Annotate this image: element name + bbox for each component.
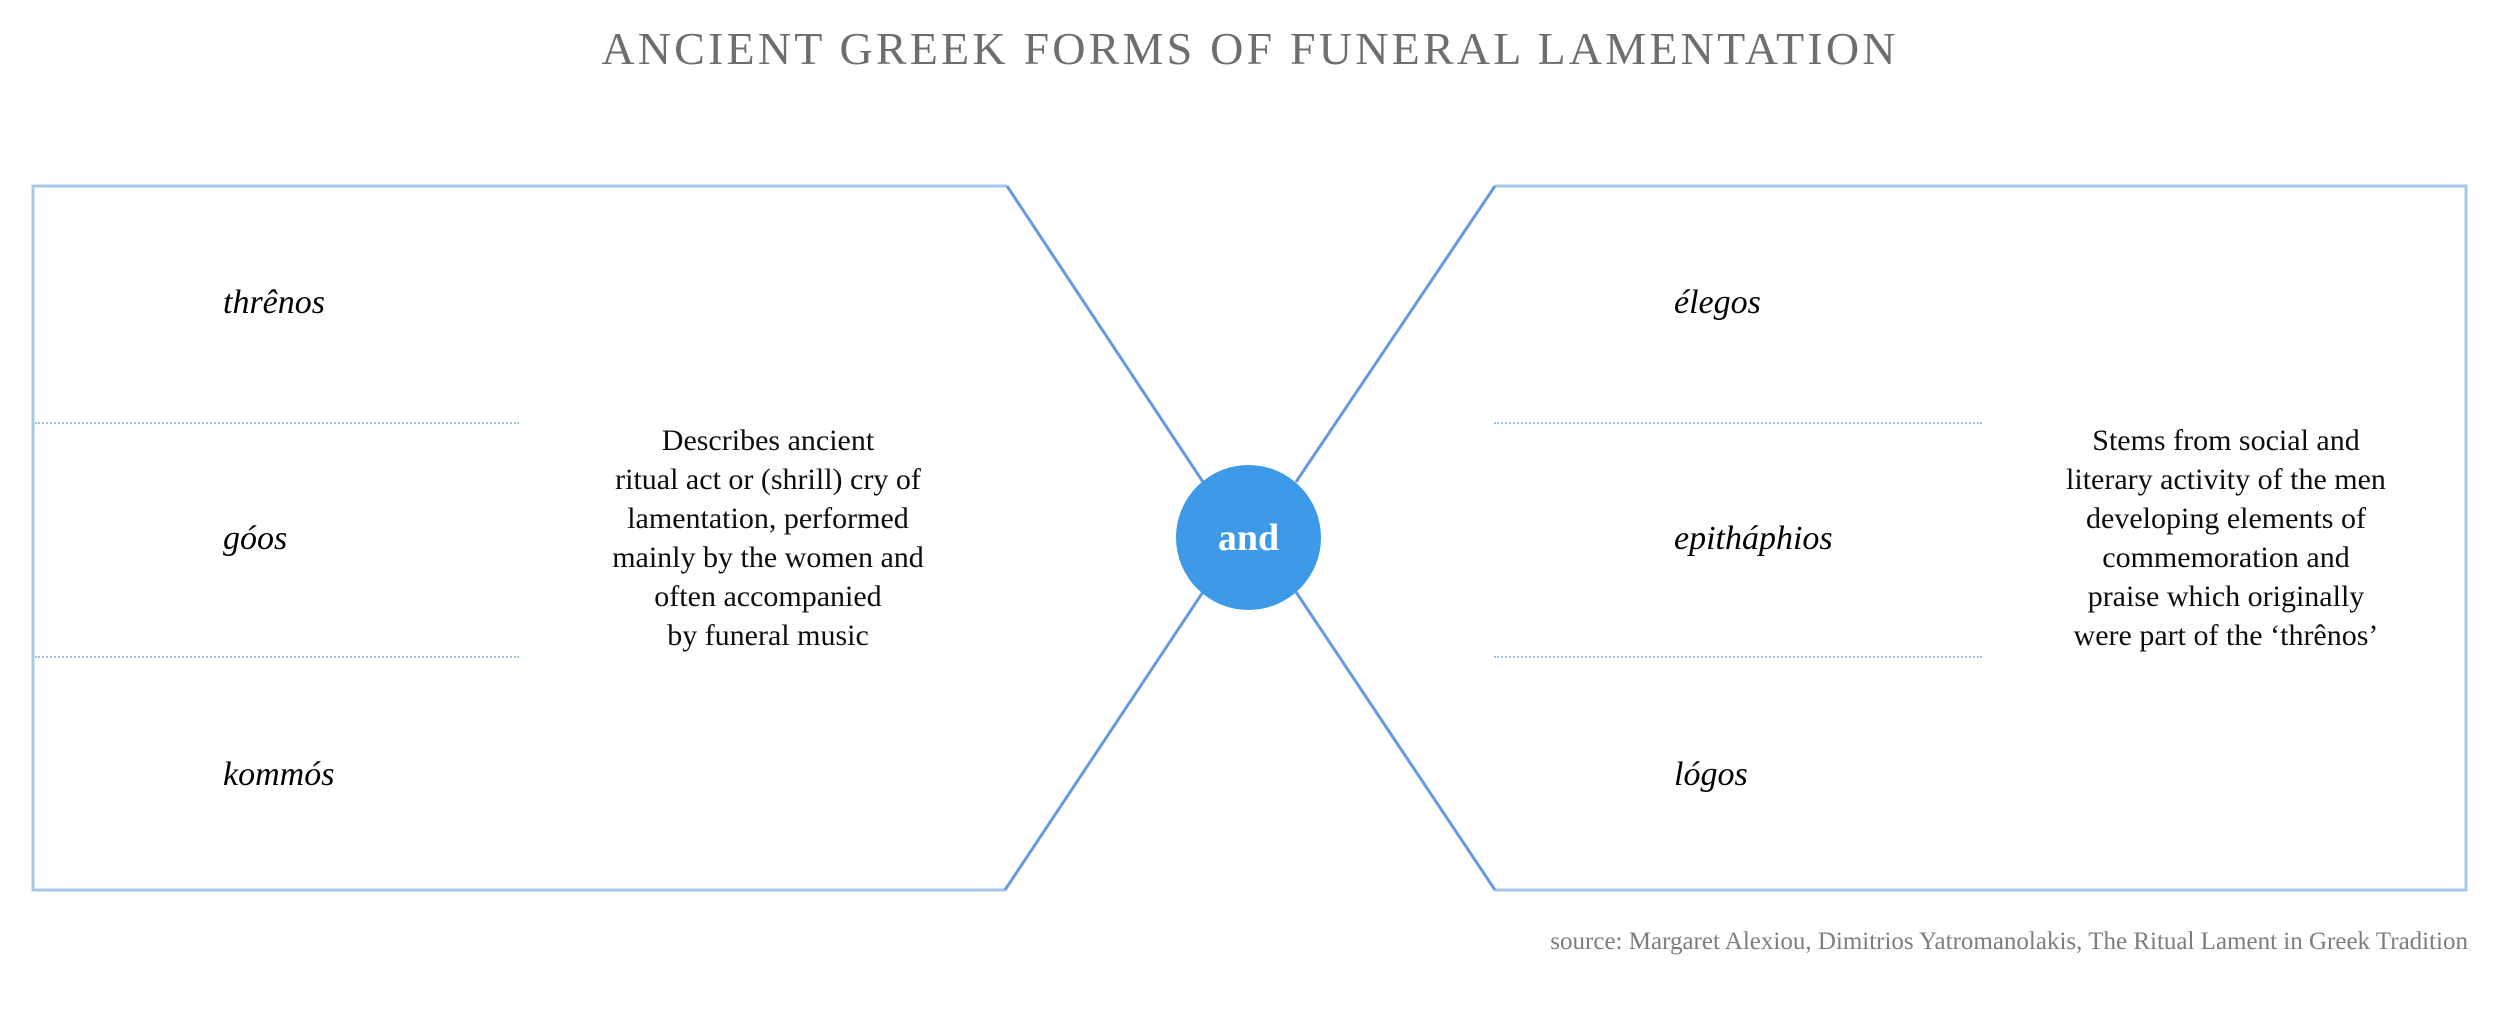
right-term-item[interactable]: lógos xyxy=(1494,658,1981,892)
connector-bottom-left xyxy=(1003,591,1205,891)
left-term-label-2: góos xyxy=(223,520,288,557)
center-hub-circle[interactable]: and xyxy=(1176,465,1321,610)
right-term-label-2: epitháphios xyxy=(1674,520,1833,557)
right-panel-description: Stems from social and literary activity … xyxy=(2066,424,2386,652)
right-panel-separator-1 xyxy=(1494,422,1982,424)
left-panel: thrênos góos kommós Describes ancient ri… xyxy=(33,186,1008,890)
right-panel-terms: élegos epitháphios lógos xyxy=(1494,186,1982,892)
right-term-item[interactable]: epitháphios xyxy=(1494,422,1981,656)
left-term-item[interactable]: góos xyxy=(33,422,520,656)
left-panel-separator-2 xyxy=(35,656,519,658)
left-term-label-1: thrênos xyxy=(223,284,325,321)
right-panel-description-container: Stems from social and literary activity … xyxy=(1986,186,2466,890)
right-panel: élegos epitháphios lógos Stems from soci… xyxy=(1494,186,2466,890)
left-term-item[interactable]: kommós xyxy=(33,658,520,892)
left-term-label-3: kommós xyxy=(223,756,335,793)
right-panel-separator-2 xyxy=(1494,656,1982,658)
left-term-item[interactable]: thrênos xyxy=(33,186,520,420)
left-panel-description-container: Describes ancient ritual act or (shrill)… xyxy=(533,186,1003,890)
center-hub-label: and xyxy=(1217,516,1280,559)
left-panel-separator-1 xyxy=(35,422,519,424)
page-title: ANCIENT GREEK FORMS OF FUNERAL LAMENTATI… xyxy=(601,23,1899,74)
source-note: source: Margaret Alexiou, Dimitrios Yatr… xyxy=(1550,928,2468,955)
connector-top-left xyxy=(1005,185,1205,483)
left-panel-description: Describes ancient ritual act or (shrill)… xyxy=(612,424,924,652)
left-panel-terms: thrênos góos kommós xyxy=(33,186,520,890)
right-term-label-3: lógos xyxy=(1674,756,1748,793)
right-term-label-1: élegos xyxy=(1674,284,1761,321)
connector-top-right xyxy=(1294,185,1497,483)
right-term-item[interactable]: élegos xyxy=(1494,186,1981,420)
connector-bottom-right xyxy=(1294,591,1497,891)
